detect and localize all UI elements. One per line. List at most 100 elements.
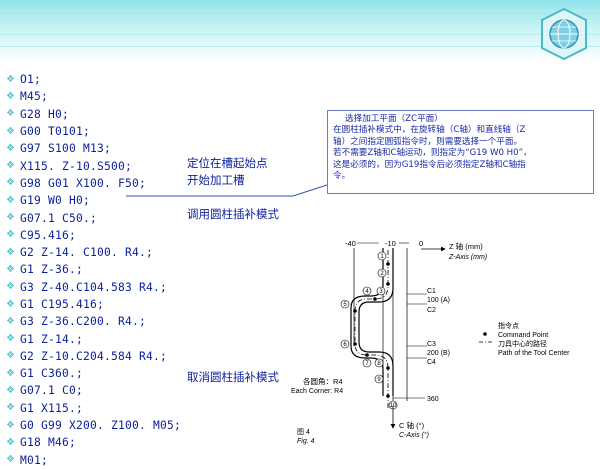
bullet-icon: ❖: [6, 436, 15, 448]
point-number: 2: [380, 271, 384, 277]
bullet-icon: ❖: [6, 350, 15, 362]
code-line: ❖G1 C360.;: [6, 367, 84, 381]
code-line: ❖G1 Z-36.;: [6, 263, 84, 277]
z-tick-label: -10: [385, 239, 396, 248]
callout-line: 在圆柱插补模式中，在旋转轴（C轴）和直线轴（Z: [333, 125, 526, 136]
code-line: ❖G1 Z-14.;: [6, 332, 84, 346]
c-label: C1: [427, 288, 436, 295]
c-label: C3: [427, 341, 436, 348]
code-line: ❖G98 G01 X100. F50;: [6, 176, 147, 190]
c-labels: C1 100 (A) C2 C3 200 (B) C4 360: [393, 288, 450, 403]
header-band: [0, 0, 600, 62]
legend-path-cn: 刀具中心的路径: [498, 339, 547, 348]
code-line: ❖G07.1 C0;: [6, 384, 84, 398]
point-marker: [377, 251, 387, 261]
bullet-icon: ❖: [6, 108, 15, 120]
bullet-icon: ❖: [6, 73, 15, 85]
callout-line: 若不需要Z轴和C轴运动，则指定为“G19 W0 H0”，: [333, 148, 532, 159]
code-line: ❖G2 Z-14. C100. R4.;: [6, 246, 154, 260]
c-label: 360: [427, 396, 439, 403]
point-marker: [377, 268, 387, 278]
code-line: ❖G1 X115.;: [6, 401, 84, 415]
corner-note-en: Each Corner: R4: [291, 388, 343, 395]
figure-caption-cn: 图 4: [297, 428, 310, 436]
bullet-icon: ❖: [6, 281, 15, 293]
bullet-icon: ❖: [6, 246, 15, 258]
command-point: [386, 282, 390, 286]
groove-left-edge: [350, 248, 384, 396]
c-label: C4: [427, 359, 436, 366]
point-number: 1: [380, 254, 384, 260]
code-line: ❖G2 Z-10.C204.584 R4.;: [6, 349, 168, 363]
z-tick-label: 0: [419, 239, 423, 248]
code-line: ❖M45;: [6, 90, 49, 104]
legend-command-point: Command Point: [498, 332, 548, 339]
code-line: ❖G3 Z-40.C104.583 R4.;: [6, 280, 168, 294]
z-tick-label: -40: [345, 239, 356, 248]
code-line: ❖G1 C195.416;: [6, 298, 105, 311]
point-number: 9: [377, 377, 381, 383]
point-number: 8: [377, 361, 381, 367]
bullet-icon: ❖: [6, 90, 15, 102]
bullet-icon: ❖: [6, 142, 15, 154]
callout-line: 这是必须的，因为G19指令后必须指定Z轴和C轴指: [333, 159, 526, 170]
groove-right-edge: [358, 248, 394, 396]
legend-command-point-icon: [483, 332, 487, 336]
command-point: [373, 297, 377, 301]
point-marker: [340, 299, 350, 309]
point-number: 5: [343, 302, 347, 308]
bullet-icon: ❖: [6, 454, 15, 466]
code-line: ❖G3 Z-36.C200. R4.;: [6, 315, 147, 329]
code-line: ❖G00 T0101;: [6, 125, 91, 139]
callout-leader-line: [126, 184, 328, 197]
bullet-icon: ❖: [6, 298, 15, 310]
note-position-start: 定位在槽起始点: [187, 156, 268, 170]
bullet-icon: ❖: [6, 419, 15, 431]
bullet-icon: ❖: [6, 194, 15, 206]
figure-caption-en: Fig. 4: [297, 438, 315, 445]
command-point: [386, 366, 390, 370]
bullet-icon: ❖: [6, 384, 15, 396]
code-line: ❖M01;: [6, 453, 49, 467]
point-marker: [376, 286, 386, 296]
command-point: [353, 309, 357, 313]
point-number: 4: [365, 289, 369, 295]
code-line: ❖G18 M46;: [6, 436, 77, 450]
code-line: ❖G07.1 C50.;: [6, 211, 98, 225]
globe-logo-icon: [541, 7, 587, 61]
command-point: [386, 262, 390, 266]
code-line: ❖G19 W0 H0;: [6, 194, 91, 208]
point-marker: [374, 374, 384, 384]
corner-note-cn: 各圆角：R4: [303, 376, 343, 386]
point-number: 6: [343, 342, 347, 348]
bullet-icon: ❖: [6, 177, 15, 189]
code-line: ❖C95.416;: [6, 228, 77, 242]
note-call-interpolation: 调用圆柱插补模式: [187, 207, 279, 221]
point-marker: [340, 339, 350, 349]
c-label: C2: [427, 307, 436, 314]
bullet-icon: ❖: [6, 402, 15, 414]
bullet-icon: ❖: [6, 212, 15, 224]
code-line: ❖O1;: [6, 73, 42, 87]
tool-path: [354, 250, 389, 408]
bullet-icon: ❖: [6, 229, 15, 241]
bullet-icon: ❖: [6, 125, 15, 137]
c-label: 100 (A): [427, 297, 450, 304]
c-axis-label-en: C-Axis (°): [399, 431, 429, 439]
bullet-icon: ❖: [6, 160, 15, 172]
command-point: [365, 353, 369, 357]
point-number: 7: [365, 361, 369, 367]
command-point: [386, 394, 390, 398]
bullet-icon: ❖: [6, 263, 15, 275]
note-start-machining: 开始加工槽: [187, 173, 245, 187]
point-number: 3: [379, 289, 383, 295]
code-line: ❖G97 S100 M13;: [6, 142, 112, 156]
c-axis-label-cn: C 轴 (°): [399, 420, 425, 430]
bullet-icon: ❖: [6, 333, 15, 345]
callout-line: 选择加工平面（ZC平面）: [345, 114, 443, 124]
legend-title: 指令点: [498, 321, 519, 330]
z-axis-label-cn: Z 轴 (mm): [449, 241, 483, 251]
bullet-icon: ❖: [6, 315, 15, 327]
bullet-icon: ❖: [6, 367, 15, 379]
callout-line: 轴）之间指定圆弧指令时，则需要选择一个平面。: [333, 136, 523, 147]
